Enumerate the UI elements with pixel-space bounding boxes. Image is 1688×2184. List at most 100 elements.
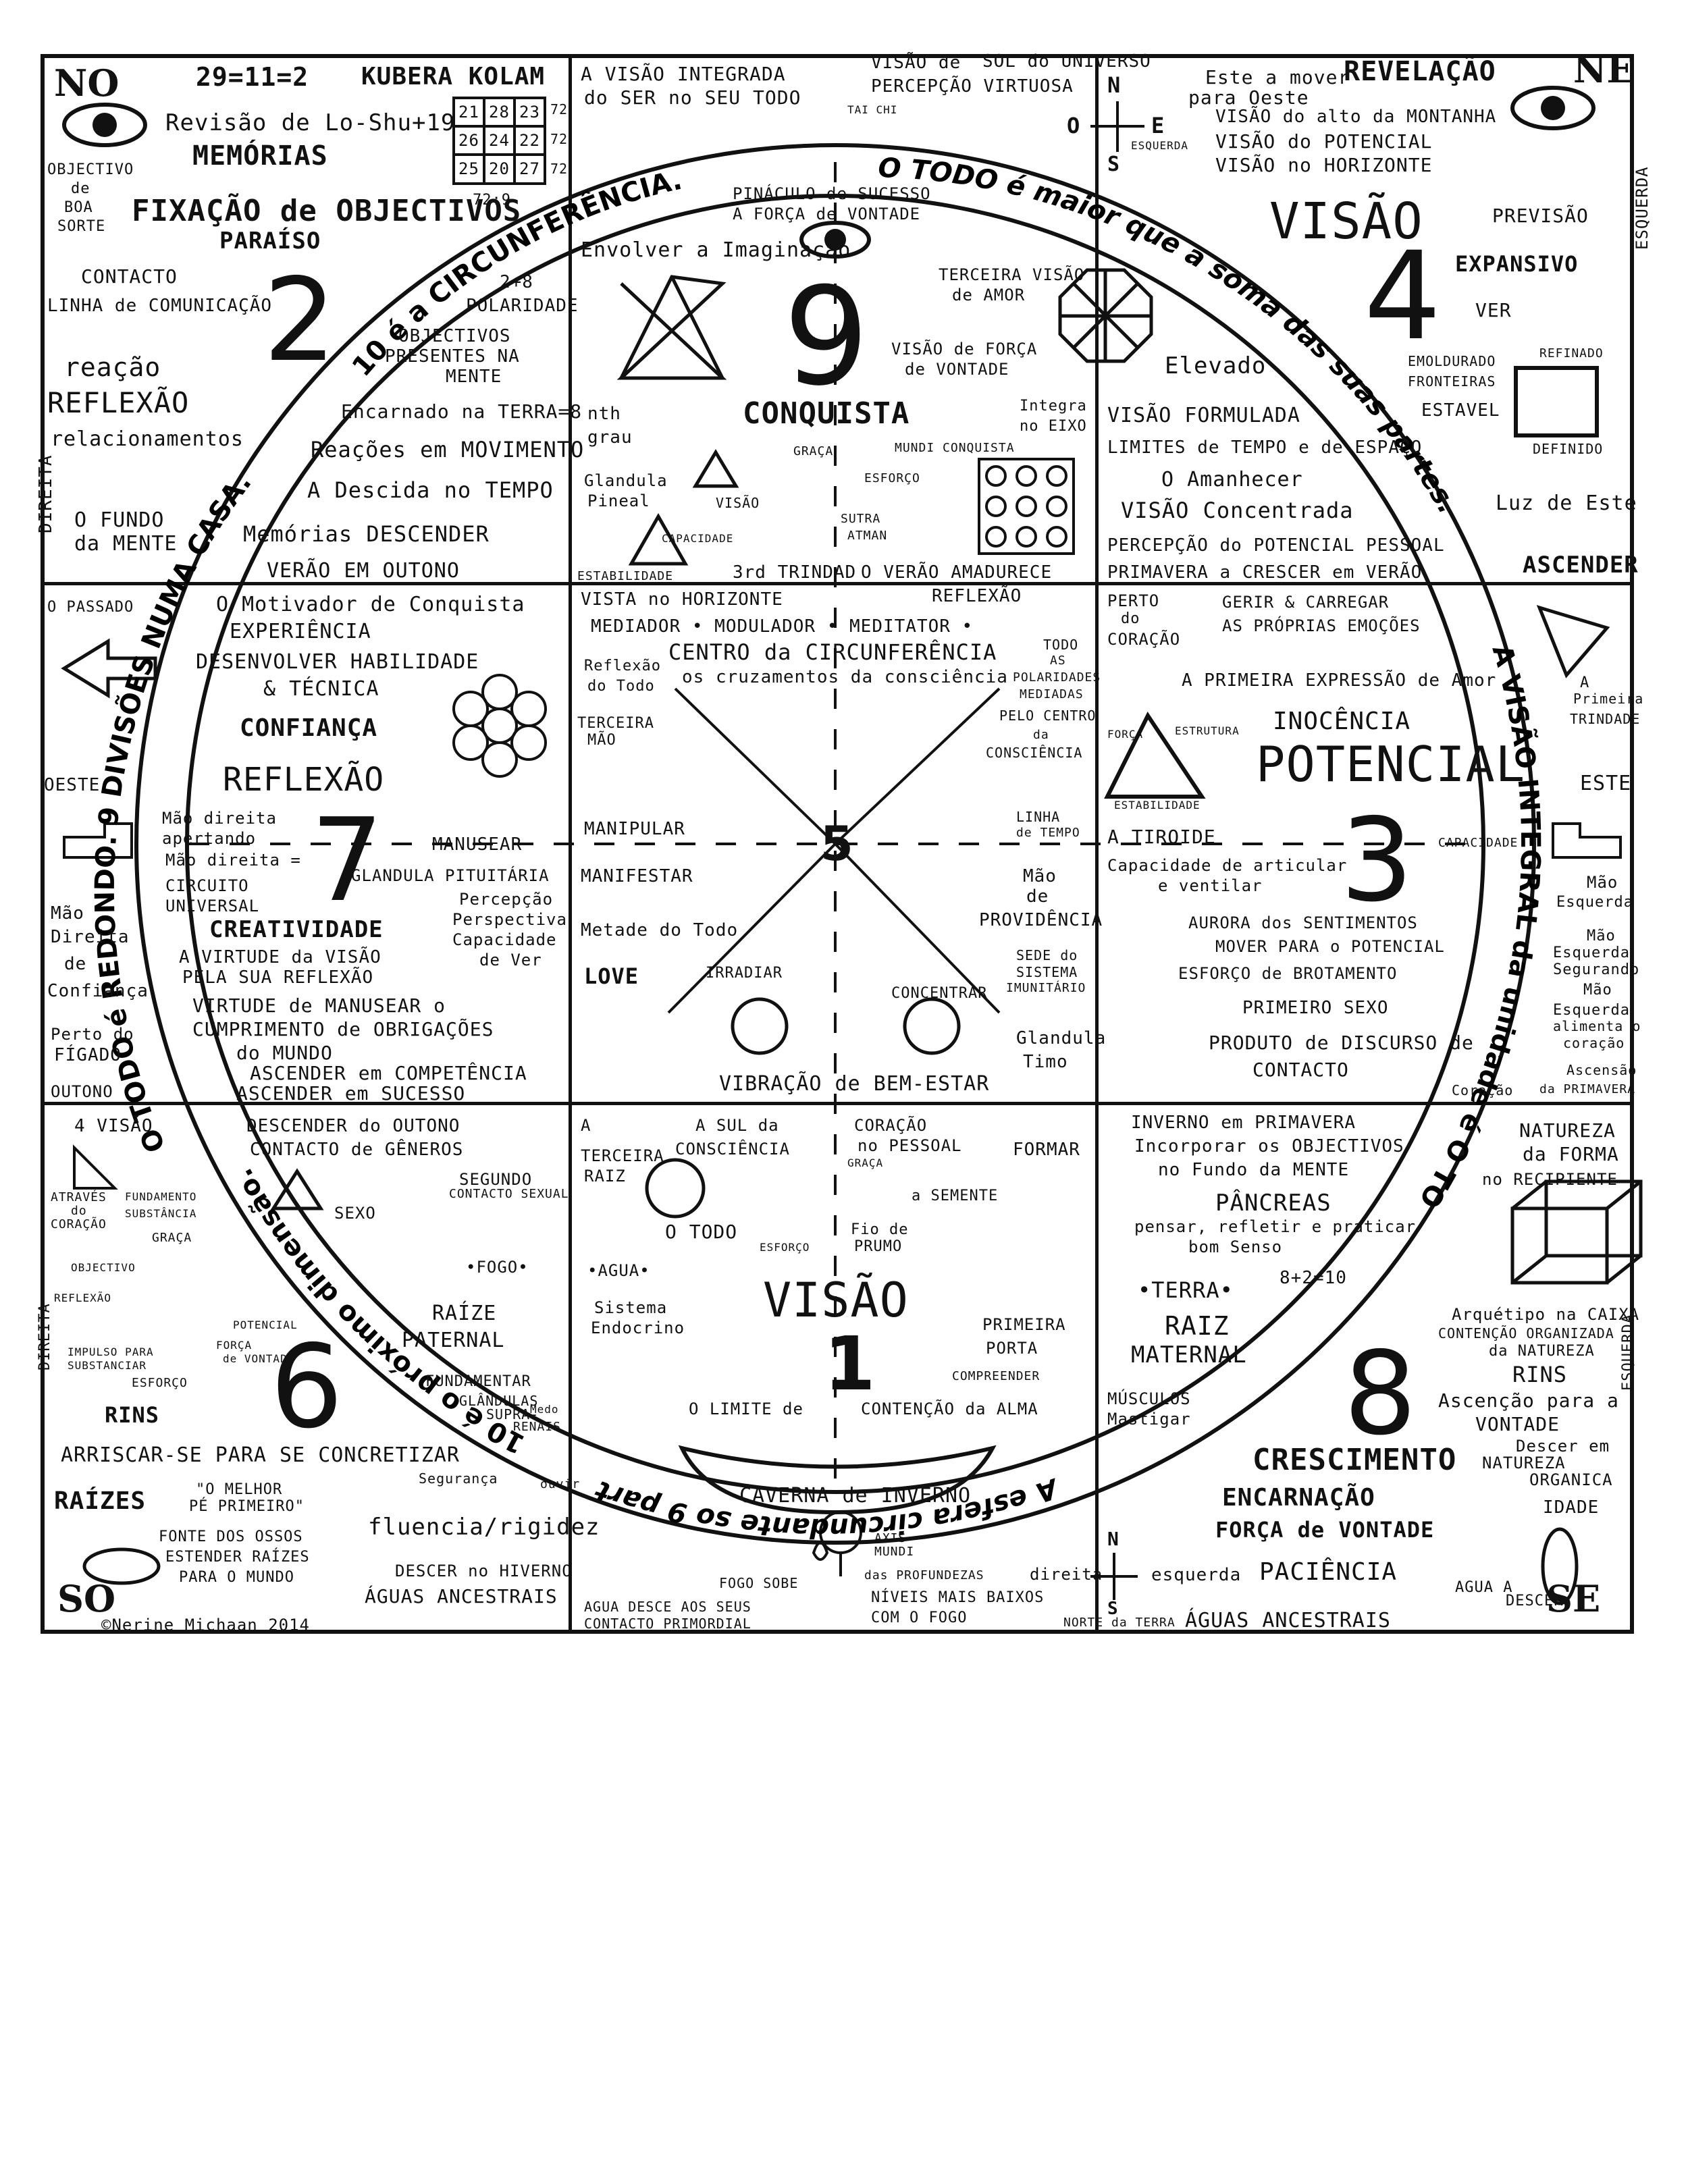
flame-icon [812, 1541, 829, 1561]
idade-label: IDADE [1543, 1497, 1600, 1518]
revelacao-title: REVELAÇÃO [1344, 56, 1496, 87]
ascender-competencia: ASCENDER em COMPETÊNCIA [250, 1062, 527, 1084]
visao-sol-1: VISÃO de [871, 53, 961, 73]
esforco-label-1: ESFORÇO [760, 1241, 810, 1254]
flower-of-life-icon [452, 674, 547, 778]
eq-10: 8+2=10 [1280, 1268, 1347, 1288]
forca-vontade-6-2: de VONTADE [223, 1352, 295, 1365]
graca-label-1: GRAÇA [847, 1156, 884, 1169]
musculos-1: MÚSCULOS [1107, 1389, 1191, 1408]
hand-west-icon [63, 822, 133, 859]
caverna-inverno: CAVERNA de INVERNO [739, 1484, 972, 1508]
glandula-pineal-2: Pineal [587, 491, 650, 510]
centro-circunferencia: CENTRO da CIRCUNFERÊNCIA [668, 639, 997, 665]
center-rays [667, 687, 1001, 1014]
compreender-label: COMPREENDER [952, 1369, 1040, 1383]
fundamentar-label: FUNDAMENTAR [425, 1373, 531, 1390]
lo-shu-grid-lines [452, 97, 546, 185]
encarnacao-label: ENCARNAÇÃO [1222, 1484, 1375, 1512]
profundezas-label: das PROFUNDEZAS [864, 1568, 984, 1582]
melhor-1: "O MELHOR [196, 1481, 283, 1498]
fundo-1: O FUNDO [74, 508, 165, 532]
visao-formulada: VISÃO FORMULADA [1107, 404, 1300, 427]
terceira-raiz-2: RAIZ [584, 1167, 626, 1186]
fonte-3: PARA O MUNDO [179, 1569, 294, 1586]
number-3: 3 [1340, 794, 1414, 928]
agua-label-1: •AGUA• [587, 1261, 650, 1280]
grid-cell: 27 [519, 159, 540, 178]
mao-direita-3: Mão direita = [165, 851, 301, 870]
desenvolver-label: DESENVOLVER HABILIDADE [196, 650, 479, 674]
vibracao-label: VIBRAÇÃO de BEM-ESTAR [719, 1072, 990, 1096]
compass-icon-bottom [1090, 1553, 1138, 1600]
sul-2: CONSCIÊNCIA [675, 1140, 790, 1158]
aurora-label: AURORA dos SENTIMENTOS [1188, 913, 1418, 932]
a-label-1: A [581, 1116, 591, 1135]
emoldurado-2: FRONTEIRAS [1408, 373, 1496, 390]
reflexao-todo-2: do Todo [587, 678, 655, 695]
compass-s: S [1107, 153, 1121, 176]
agua-desce-1: AGUA DESCE AOS SEUS [584, 1599, 751, 1615]
mover-potencial: MOVER PARA o POTENCIAL [1215, 937, 1445, 956]
mao-direita-2: apertando [162, 829, 257, 848]
niveis-1: NÍVEIS MAIS BAIXOS [871, 1589, 1045, 1606]
contencao-alma: CONTENÇÃO da ALMA [861, 1400, 1038, 1418]
glandulas-1: GLÂNDULAS [459, 1393, 539, 1409]
descer-natureza-3: ORGANICA [1529, 1470, 1613, 1489]
irradiar-label: IRRADIAR [706, 965, 783, 982]
atraves-2: do [71, 1204, 87, 1218]
pensar-2: bom Senso [1188, 1237, 1283, 1256]
todo-as-2: AS [1050, 654, 1066, 668]
whole-circle-icon [645, 1158, 706, 1219]
todo-as-6: da [1033, 728, 1049, 742]
todo-as-7: CONSCIÊNCIA [986, 745, 1083, 761]
linha-tempo-2: de TEMPO [1016, 826, 1080, 840]
figado-1: Perto do [51, 1025, 134, 1044]
motivador-label: O Motivador de Conquista [216, 593, 525, 616]
eye-icon-ne [1510, 86, 1595, 130]
objective-1: OBJECTIVO [47, 161, 134, 178]
descender-1: DESCENDER do OUTONO [246, 1116, 460, 1136]
paciencia-label: PACIÊNCIA [1259, 1558, 1398, 1586]
timo-2: Timo [1023, 1052, 1068, 1072]
reflexao-todo-1: Reflexão [584, 658, 661, 674]
ascensao-2: da PRIMAVERA [1539, 1082, 1636, 1096]
triangle-vision-cell6 [73, 1144, 118, 1190]
articular-2: e ventilar [1158, 876, 1263, 895]
reacoes-label: Reações em MOVIMENTO [311, 437, 585, 462]
mao-esq-1: Mão [1587, 873, 1618, 892]
terceira-mao-2: MÃO [587, 732, 616, 749]
agua-descer-1: AGUA A [1455, 1579, 1513, 1596]
arriscar-label: ARRISCAR-SE PARA SE CONCRETIZAR [61, 1443, 460, 1467]
inocencia-label: INOCÊNCIA [1273, 708, 1411, 735]
contacto-label: CONTACTO [81, 265, 178, 288]
compass-n-bottom: N [1107, 1528, 1119, 1550]
sede-3: IMUNITÁRIO [1006, 981, 1086, 995]
niveis-2: COM O FOGO [871, 1609, 968, 1626]
paraiso-label: PARAÍSO [219, 228, 321, 255]
manusear-label: MANUSEAR [432, 834, 523, 855]
primeira-porta-1: PRIMEIRA [982, 1315, 1066, 1334]
seguranca-label: Segurança [419, 1470, 498, 1487]
direita-label-8: direita [1030, 1565, 1103, 1584]
sul-1: A SUL da [695, 1116, 779, 1135]
esforco-label-6: ESFORÇO [132, 1376, 188, 1390]
descender-2: CONTACTO de GÊNEROS [250, 1140, 464, 1160]
fluencia-label: fluencia/rigidez [368, 1514, 600, 1541]
visao-title-4: VISÃO [1269, 192, 1423, 250]
reacao-label: reação [64, 352, 161, 382]
ouvir-label: ouvir [540, 1477, 581, 1491]
glandula-pineal-1: Glandula [584, 471, 668, 490]
coracao-1: CORAÇÃO [854, 1116, 928, 1135]
sede-1: SEDE do [1016, 947, 1078, 963]
sexo-label: SEXO [334, 1204, 376, 1223]
raiz-maternal-2: MATERNAL [1131, 1341, 1247, 1368]
ascender-label-3: ASCENDER [1523, 552, 1639, 579]
inverno-2: Incorporar os OBJECTIVOS [1134, 1136, 1404, 1156]
percepcao-4: de Ver [479, 951, 542, 969]
luz-este: Luz de Este [1496, 491, 1637, 515]
mao-direita-1: Mão direita [162, 809, 277, 828]
estabilidade-label: ESTABILIDADE [577, 569, 674, 583]
figado-2: FÍGADO [54, 1045, 122, 1065]
